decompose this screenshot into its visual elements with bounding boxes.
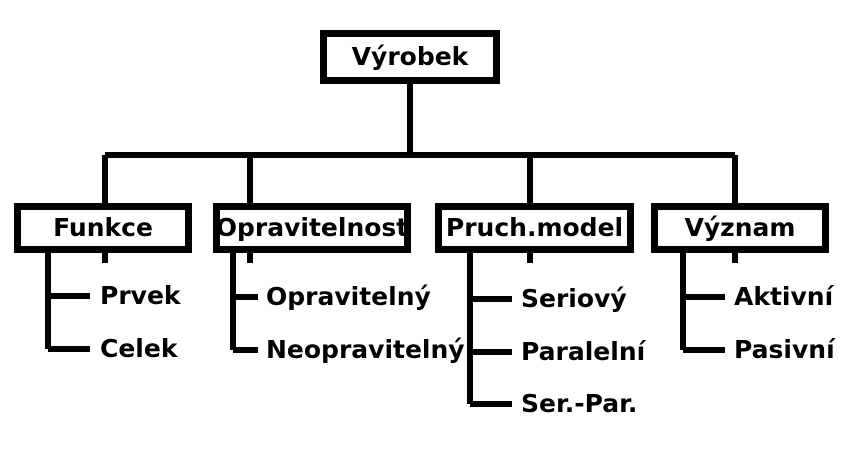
leaf-label: Celek [100, 334, 179, 363]
node-box-opravitelnost[interactable]: Opravitelnost [213, 203, 411, 253]
leaf-label: Paralelní [521, 337, 647, 366]
node-box-outline [651, 203, 829, 253]
connectors-layer [45, 84, 738, 407]
leaf-label: Pasivní [734, 335, 836, 364]
node-box-label: Význam [685, 213, 796, 242]
leaf-label: Ser.-Par. [521, 389, 637, 418]
leaf-label: Aktivní [734, 282, 835, 311]
leaf-label: Neopravitelný [266, 335, 465, 364]
node-box-v-znam[interactable]: Význam [651, 203, 829, 253]
node-box-outline [213, 203, 411, 253]
node-box-pruch-model[interactable]: Pruch.model [435, 203, 634, 253]
boxes-layer: Funkce Opravitelnost Pruch.model Význam Výro… [14, 30, 829, 253]
node-box-label: Výrobek [352, 42, 470, 71]
node-box-outline [320, 30, 500, 84]
node-box-label: Funkce [53, 213, 153, 242]
leaf-label: Opravitelný [266, 282, 431, 311]
node-box-funkce[interactable]: Funkce [14, 203, 192, 253]
leaf-label: Seriový [521, 284, 627, 313]
node-box-outline [14, 203, 192, 253]
leaf-label: Prvek [100, 281, 182, 310]
node-box-label: Pruch.model [446, 213, 623, 242]
node-box-root[interactable]: Výrobek [320, 30, 500, 84]
node-box-label: Opravitelnost [216, 213, 409, 242]
node-box-outline [435, 203, 634, 253]
